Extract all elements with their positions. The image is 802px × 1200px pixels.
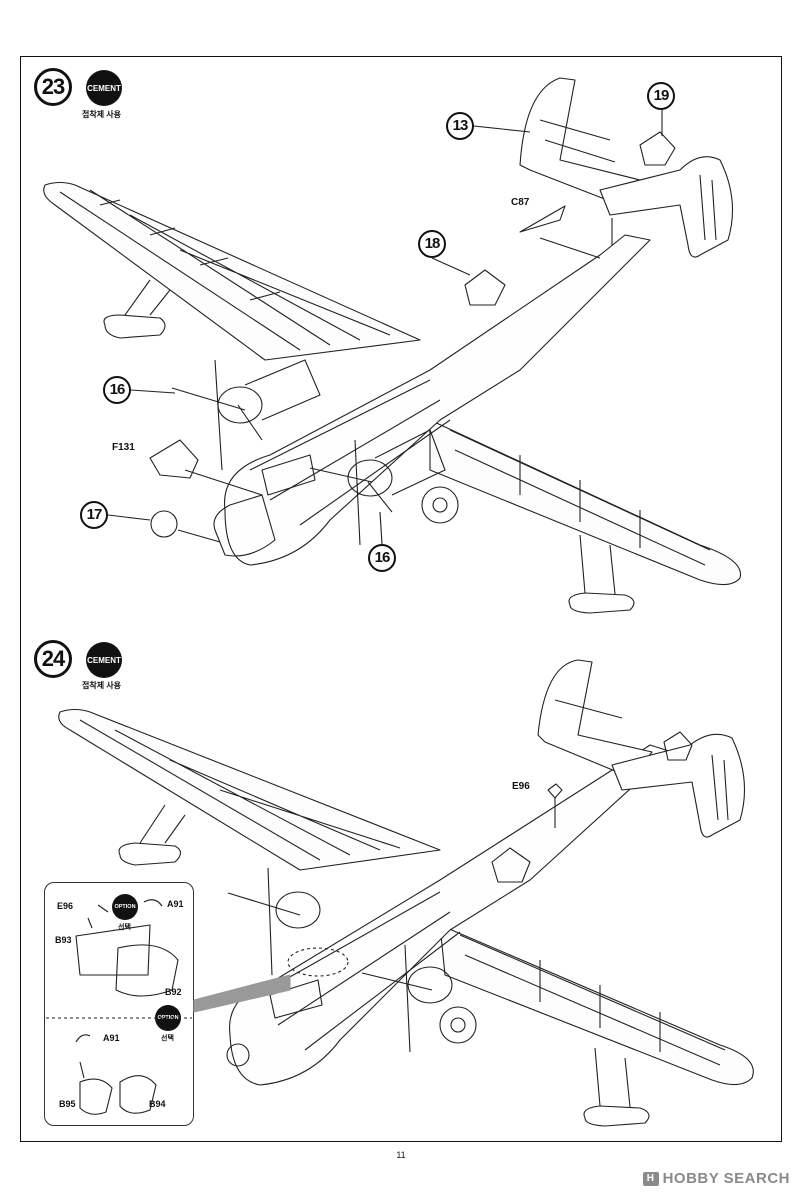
option-caption-bottom: 선택 [161,1035,174,1042]
step-24-aircraft-drawing [58,659,754,1127]
instruction-frame [20,56,782,1142]
inset-part-b94: B94 [149,1099,166,1109]
callout-part-16-right: 16 [368,544,396,572]
option-caption-top: 선택 [118,924,131,931]
callout-part-13: 13 [446,112,474,140]
step-23-number: 23 [34,68,72,106]
callout-part-17: 17 [80,501,108,529]
inset-part-a91-bottom: A91 [103,1033,120,1043]
cement-badge-step-24: CEMENT [86,642,122,678]
part-label-f131: F131 [112,442,135,453]
inset-part-b95: B95 [59,1099,76,1109]
cement-badge-step-23: CEMENT [86,70,122,106]
part-label-e96: E96 [512,781,530,792]
cement-caption-step-23: 접착제 사용 [82,110,122,119]
watermark: H HOBBY SEARCH [642,1170,790,1187]
callout-part-18: 18 [418,230,446,258]
option-badge-top: OPTION [112,894,138,920]
page-number: 11 [396,1150,406,1160]
inset-part-e96: E96 [57,901,74,911]
inset-parts-drawing [46,899,192,1115]
callout-part-16-left: 16 [103,376,131,404]
watermark-text: HOBBY SEARCH [662,1170,790,1187]
callout-part-19: 19 [647,82,675,110]
inset-part-a91-top: A91 [167,899,184,909]
canopy-option-inset: E96 OPTION 선택 A91 B93 B92 OPTION 선택 A91 … [44,882,194,1126]
part-label-c87: C87 [511,197,530,208]
step-23-aircraft-drawing [43,77,742,614]
inset-part-b92: B92 [165,987,182,997]
hobby-search-logo-icon: H [642,1171,659,1186]
cement-caption-step-24: 접착제 사용 [82,681,122,690]
inset-part-b93: B93 [55,935,72,945]
step-24-number: 24 [34,640,72,678]
